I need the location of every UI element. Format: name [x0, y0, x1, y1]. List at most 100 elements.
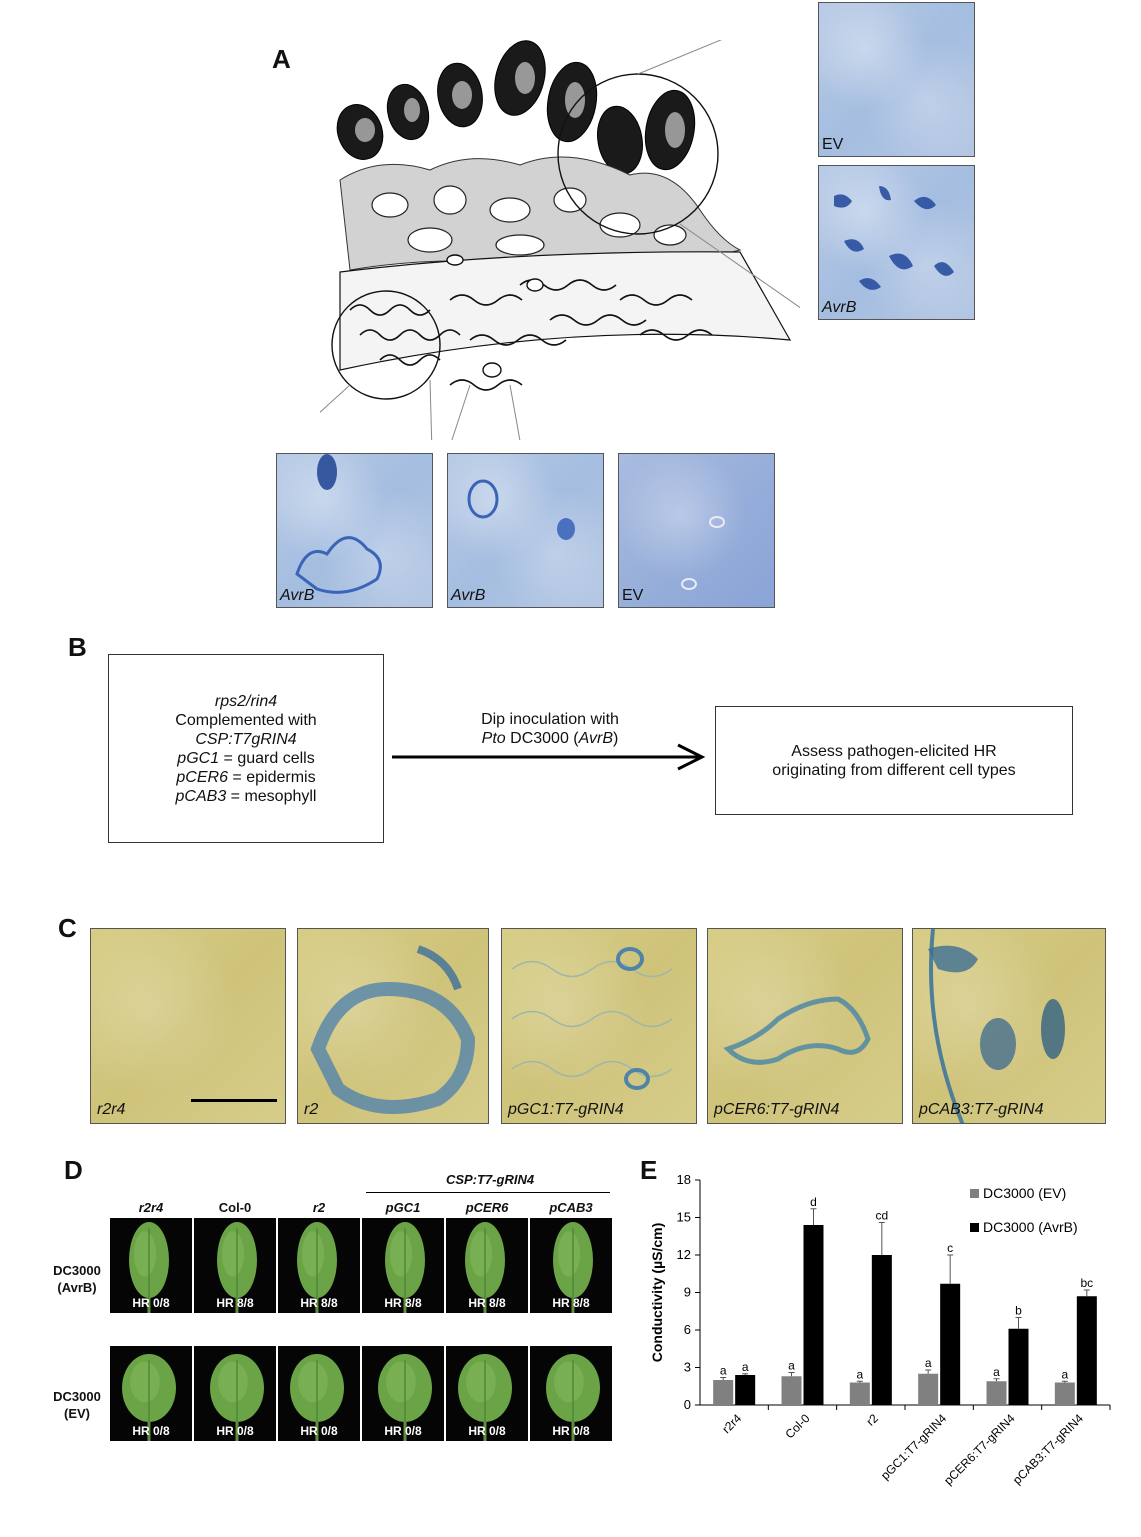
y-tick-label: 9 [684, 1285, 691, 1300]
outcome-line2: originating from different cell types [772, 761, 1016, 779]
arrow-caption-line2: Pto DC3000 (AvrB) [420, 729, 680, 748]
hr-score: HR 0/8 [132, 1424, 170, 1438]
significance-letter: c [947, 1241, 953, 1255]
micrograph-pcab3: pCAB3:T7-gRIN4 [912, 928, 1106, 1124]
bar [918, 1373, 939, 1405]
leaf-photo: HR 8/8 [530, 1218, 612, 1313]
row-label-line1: DC3000 [53, 1263, 101, 1278]
cell-type: = epidermis [227, 768, 316, 786]
column-header: Col-0 [218, 1200, 252, 1215]
hr-score: HR 0/8 [384, 1424, 422, 1438]
hr-score: HR 8/8 [468, 1296, 506, 1310]
column-header: pCAB3 [549, 1200, 593, 1215]
x-tick-label: pCER6:T7-gRIN4 [941, 1411, 1018, 1488]
inset-ev-mesophyll: EV [818, 2, 975, 157]
row-label-line2: (AvrB) [57, 1280, 97, 1295]
arrow-caption: Dip inoculation with Pto DC3000 (AvrB) [420, 710, 680, 748]
bar [735, 1375, 756, 1405]
leaf-photo: HR 8/8 [278, 1218, 360, 1313]
leaf-photo: HR 0/8 [278, 1346, 360, 1441]
box-line: pCER6 = epidermis [176, 768, 315, 787]
hr-score: HR 0/8 [300, 1424, 338, 1438]
stained-cells-drawing [511, 947, 673, 1090]
leaf-photo: HR 8/8 [446, 1218, 528, 1313]
bar [849, 1382, 870, 1405]
bar [1054, 1382, 1075, 1405]
hr-score: HR 0/8 [132, 1296, 170, 1310]
inset-label: AvrB [822, 299, 857, 316]
significance-letter: a [856, 1367, 863, 1381]
y-tick-label: 3 [684, 1360, 691, 1375]
inset-avrb-guard-cells: AvrB [447, 453, 604, 608]
legend-swatch [970, 1189, 979, 1198]
panel-c-letter: C [58, 913, 77, 943]
column-header: pGC1 [385, 1200, 421, 1215]
bar [803, 1225, 824, 1405]
significance-letter: a [788, 1359, 795, 1373]
genotype-box: rps2/rin4 Complemented with CSP:T7gRIN4 … [108, 654, 384, 843]
micrograph-r2r4: r2r4 [90, 928, 286, 1124]
effector-name: AvrB [578, 730, 613, 747]
outcome-box: Assess pathogen-elicited HR originating … [715, 706, 1073, 815]
leaf-photo: HR 0/8 [110, 1346, 192, 1441]
leaf-photo: HR 0/8 [446, 1346, 528, 1441]
significance-letter: bc [1080, 1276, 1093, 1290]
leaf-photo: HR 0/8 [110, 1218, 192, 1313]
panel-d-letter: D [64, 1155, 83, 1185]
stained-cells-drawing [295, 454, 382, 594]
bar [986, 1381, 1007, 1405]
x-tick-label: r2r4 [719, 1411, 744, 1436]
bar [1008, 1328, 1029, 1405]
panel-a-letter: A [272, 44, 291, 74]
inset-label: EV [822, 136, 844, 153]
significance-letter: cd [875, 1209, 888, 1223]
leaf-photo: HR 8/8 [194, 1218, 276, 1313]
box-line: pGC1 = guard cells [177, 749, 314, 768]
leaf-photo: HR 0/8 [530, 1346, 612, 1441]
stained-cells-drawing [467, 479, 575, 540]
hr-score: HR 0/8 [216, 1424, 254, 1438]
promoter-name: pGC1 [177, 749, 220, 767]
micrograph-pgc1: pGC1:T7-gRIN4 [501, 928, 697, 1124]
row-label-line2: (EV) [64, 1406, 90, 1421]
legend-label: DC3000 (AvrB) [983, 1219, 1078, 1235]
box-line: pCAB3 = mesophyll [176, 787, 317, 806]
hr-score: HR 8/8 [300, 1296, 338, 1310]
cell-type: = guard cells [219, 749, 315, 767]
x-tick-label: pCAB3:T7-gRIN4 [1010, 1411, 1086, 1487]
leaf-cross-section-drawing [320, 40, 800, 440]
hr-score: HR 8/8 [552, 1296, 590, 1310]
stained-cells-drawing [310, 945, 476, 1114]
construct-group-header: CSP:T7-gRIN4 [445, 1172, 535, 1187]
hr-score: HR 8/8 [216, 1296, 254, 1310]
stained-cells-drawing [681, 516, 725, 590]
box-line: rps2/rin4 [214, 692, 278, 710]
scale-bar [191, 1099, 277, 1102]
bar [940, 1283, 961, 1405]
box-line: Complemented with [175, 711, 317, 729]
x-tick-label: Col-0 [782, 1411, 812, 1441]
strain-name: DC3000 ( [505, 730, 579, 747]
legend-label: DC3000 (EV) [983, 1185, 1066, 1201]
y-tick-label: 12 [677, 1247, 691, 1262]
micrograph-label: pCAB3:T7-gRIN4 [919, 1101, 1044, 1118]
inset-avrb-mesophyll: AvrB [818, 165, 975, 320]
column-header: pCER6 [465, 1200, 509, 1215]
group-divider [366, 1192, 610, 1193]
promoter-name: pCAB3 [175, 787, 227, 805]
y-tick-label: 18 [677, 1172, 691, 1187]
box-line: CSP:T7gRIN4 [195, 730, 297, 748]
micrograph-pcer6: pCER6:T7-gRIN4 [707, 928, 903, 1124]
stained-cells-drawing [834, 186, 954, 290]
y-axis-title: Conductivity (µS/cm) [649, 1223, 665, 1363]
leaf-photo: HR 8/8 [362, 1218, 444, 1313]
arrow-caption-line1: Dip inoculation with [481, 711, 619, 728]
row-header-avrb: DC3000 (AvrB) [46, 1262, 108, 1296]
column-header: r2r4 [138, 1200, 164, 1215]
significance-letter: d [810, 1195, 817, 1209]
row-header-ev: DC3000 (EV) [46, 1388, 108, 1422]
inset-label: AvrB [280, 587, 315, 604]
promoter-name: pCER6 [176, 768, 228, 786]
